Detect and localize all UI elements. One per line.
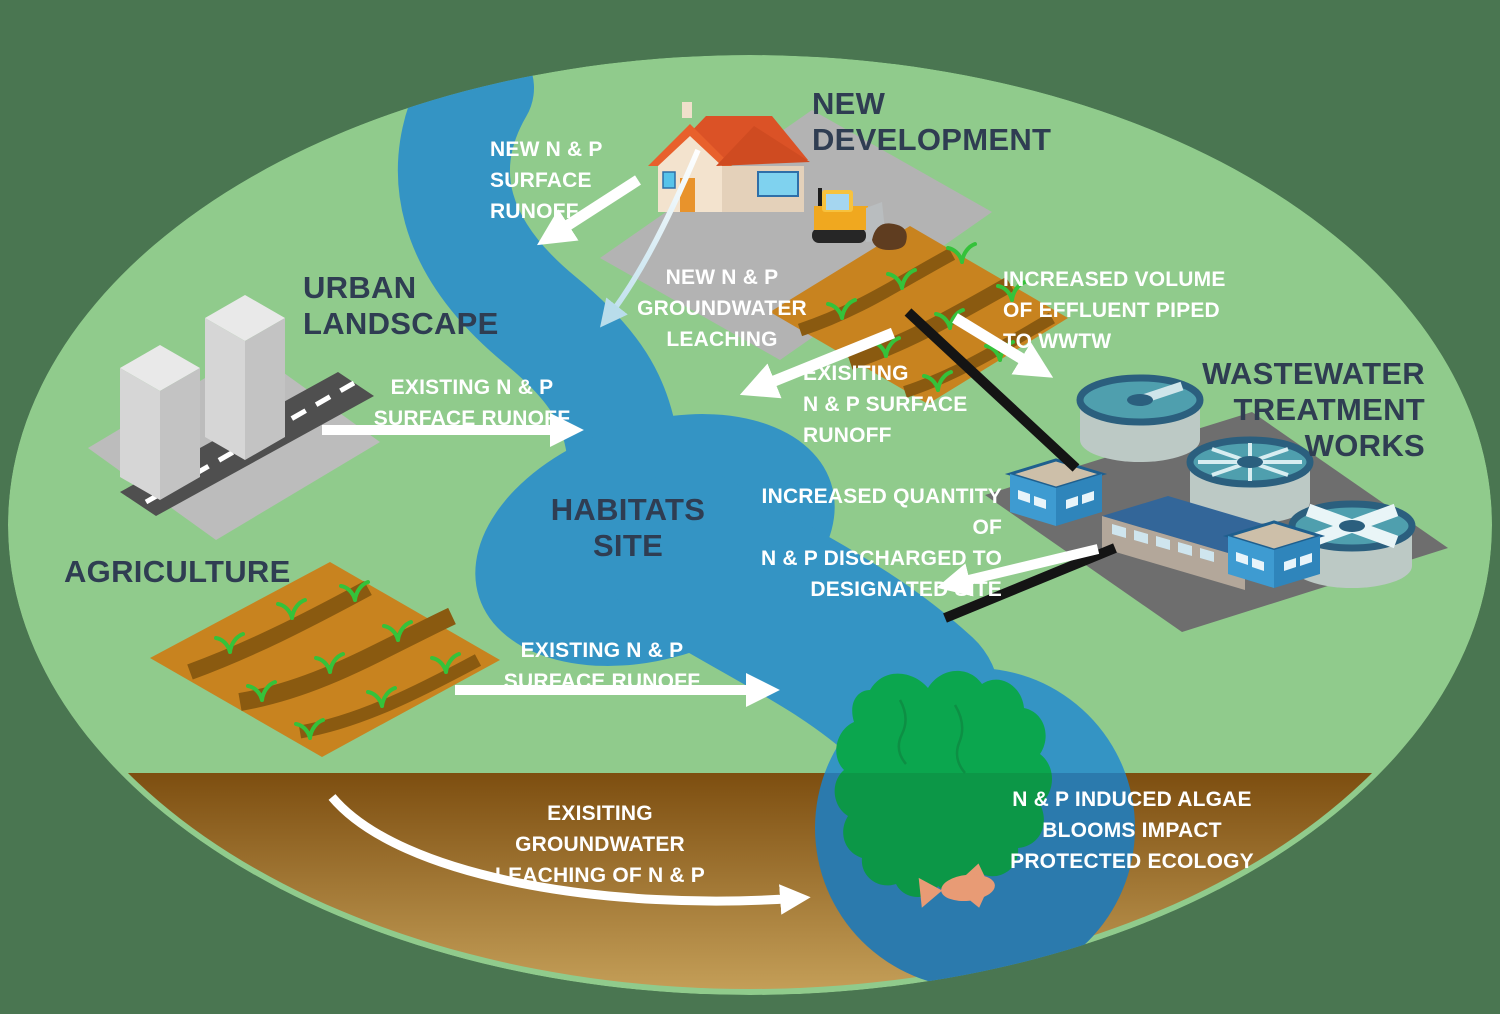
bulldozer-icon bbox=[812, 188, 907, 250]
wwtw-tanks-icon bbox=[1080, 378, 1412, 588]
arrow-groundwater-bottom bbox=[328, 794, 811, 915]
tilled-field-icon bbox=[770, 226, 1068, 404]
wwtw-group bbox=[985, 378, 1448, 632]
urban-landscape-group bbox=[88, 295, 380, 540]
city-buildings-icon bbox=[120, 295, 285, 500]
pipe-discharge bbox=[943, 543, 1117, 623]
wwtw-buildings-icon bbox=[1008, 458, 1322, 590]
development-platform bbox=[600, 110, 992, 360]
arrow-effluent bbox=[952, 313, 1054, 378]
pipe-to-wwtw bbox=[904, 308, 1080, 472]
arrow-discharge bbox=[936, 544, 1100, 597]
algae-texture bbox=[897, 699, 966, 774]
arrow-dev-runoff bbox=[739, 327, 896, 399]
fish-icon bbox=[918, 863, 995, 908]
arrow-new-surface-runoff bbox=[536, 175, 641, 246]
arrow-groundwater-leaching bbox=[600, 148, 701, 328]
crop-field-icon bbox=[150, 562, 500, 757]
